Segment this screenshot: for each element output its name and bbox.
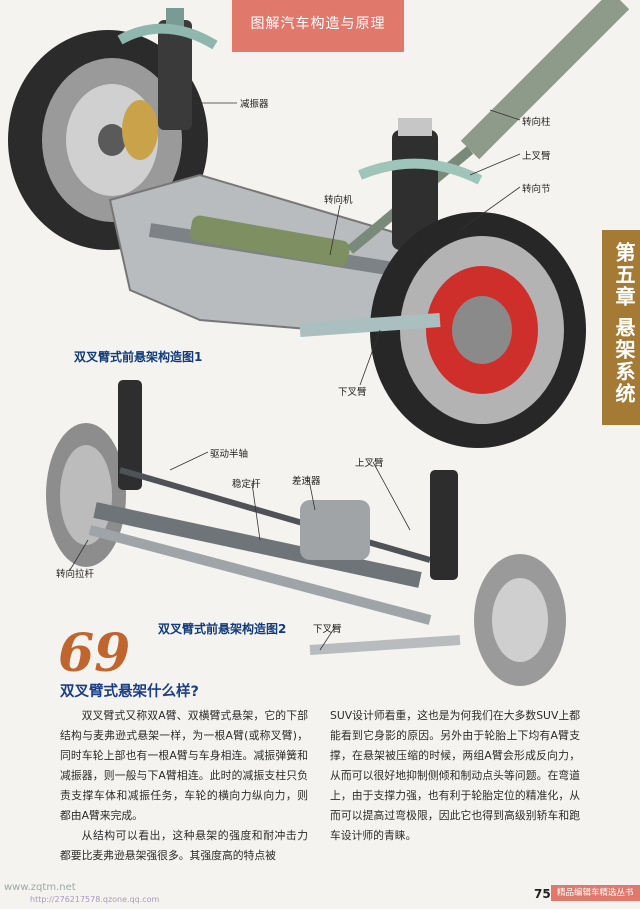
leader-lines bbox=[69, 102, 521, 651]
body-paragraph: 双叉臂式又称双A臂、双横臂式悬架，它的下部结构与麦弗逊式悬架一样，为一根A臂(或… bbox=[60, 709, 308, 822]
question-title: 双叉臂式悬架什么样? bbox=[60, 684, 199, 700]
watermark-site: www.zqtm.net bbox=[4, 882, 76, 893]
body-paragraph: 从结构可以看出，这种悬架的强度和耐冲击力都要比麦弗逊悬架强很多。其强度高的特点被 bbox=[60, 829, 308, 862]
label-lower-arm-2: 下叉臂 bbox=[313, 624, 342, 635]
label-steering-gear: 转向机 bbox=[324, 195, 353, 206]
body-left-column: 双叉臂式又称双A臂、双横臂式悬架，它的下部结构与麦弗逊式悬架一样，为一根A臂(或… bbox=[60, 706, 308, 866]
series-title: 图解汽车构造与原理 bbox=[250, 16, 386, 32]
chapter-tab: 第五章 悬架系统 bbox=[602, 230, 640, 425]
body-paragraph: SUV设计师看重，这也是为何我们在大多数SUV上都能看到它身影的原因。另外由于轮… bbox=[330, 709, 580, 842]
label-lower-arm-1: 下叉臂 bbox=[338, 387, 367, 398]
figure1-left-shock bbox=[117, 8, 218, 130]
label-tie-rod: 转向拉杆 bbox=[56, 569, 95, 580]
header-tab: 图解汽车构造与原理 bbox=[232, 0, 404, 52]
figure1-right-shock bbox=[358, 118, 483, 250]
label-differential: 差速器 bbox=[292, 476, 321, 487]
figure1-caption: 双叉臂式前悬架构造图1 bbox=[74, 350, 203, 364]
label-stabilizer-bar: 稳定杆 bbox=[232, 479, 261, 490]
question-number: 69 bbox=[58, 623, 131, 684]
label-upper-arm-1: 上叉臂 bbox=[522, 151, 551, 162]
figure1-lower-arm bbox=[299, 313, 441, 337]
chapter-title: 第五章 悬架系统 bbox=[612, 242, 636, 405]
figure1-right-wheel bbox=[370, 212, 586, 448]
page-number: 75 bbox=[534, 887, 551, 901]
label-steering-knuckle: 转向节 bbox=[522, 184, 551, 195]
label-upper-arm-2: 上叉臂 bbox=[355, 458, 384, 469]
footer-series: 精品编辑车精选丛书 bbox=[551, 885, 640, 901]
label-drive-shaft: 驱动半轴 bbox=[210, 449, 249, 460]
label-steering-column: 转向柱 bbox=[522, 117, 551, 128]
label-shock-absorber: 减振器 bbox=[240, 99, 269, 110]
watermark-qq: http://276217578.qzone.qq.com bbox=[30, 895, 160, 904]
figure2-assembly bbox=[46, 380, 566, 686]
body-right-column: SUV设计师看重，这也是为何我们在大多数SUV上都能看到它身影的原因。另外由于轮… bbox=[330, 706, 580, 846]
figure2-caption: 双叉臂式前悬架构造图2 bbox=[158, 622, 287, 636]
